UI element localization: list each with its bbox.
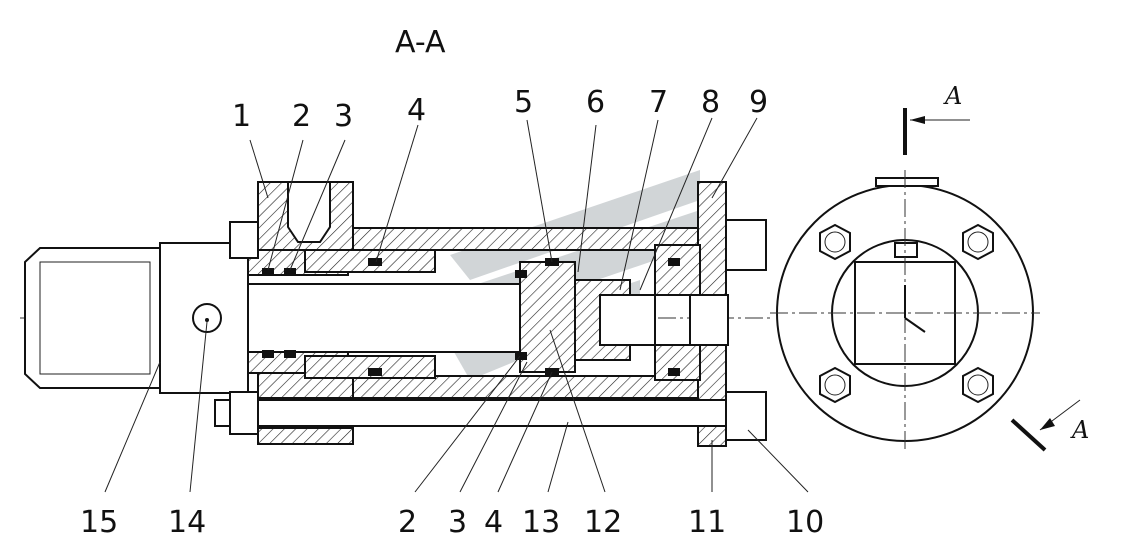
piston-12 [519,261,576,373]
leader-lines [104,117,809,493]
callout-2-bottom: 2 [398,505,417,540]
bottom-callouts: 15 14 2 3 4 13 12 11 10 [80,505,824,540]
callout-15: 15 [80,505,118,540]
cylinder-wall-top [352,227,699,251]
callout-1: 1 [232,99,251,134]
section-letter-bottom: A [1070,416,1089,444]
bolt-hex [819,223,994,404]
callout-11: 11 [688,505,726,540]
section-mark-bottom [1010,418,1047,452]
callout-12: 12 [584,505,622,540]
callout-3-bottom: 3 [448,505,467,540]
callout-13: 13 [522,505,560,540]
callout-3: 3 [334,99,353,134]
callout-8: 8 [701,85,720,120]
callout-10: 10 [786,505,824,540]
callout-14: 14 [168,505,206,540]
nut-left [229,391,259,435]
callout-2: 2 [292,99,311,134]
nut-top-right [725,219,767,271]
section-title: A-A [395,25,446,60]
tie-rod-13 [214,399,736,427]
callout-5: 5 [514,85,533,120]
callout-7: 7 [649,85,668,120]
top-callouts: 1 2 3 4 5 6 7 8 9 [232,85,768,134]
nut-10 [725,391,767,441]
motor-housing [24,242,249,394]
end-cap-boss-top [654,244,701,296]
section-letter-top: A [943,82,962,110]
end-view: A A [770,82,1089,452]
nut-top-left [229,221,259,259]
gland-bottom [304,355,436,379]
callout-9: 9 [749,85,768,120]
callout-4: 4 [407,93,426,128]
cylinder-wall-bottom [352,375,699,399]
fitting-7 [599,294,656,346]
callout-4-bottom: 4 [484,505,503,540]
callout-6: 6 [586,85,605,120]
